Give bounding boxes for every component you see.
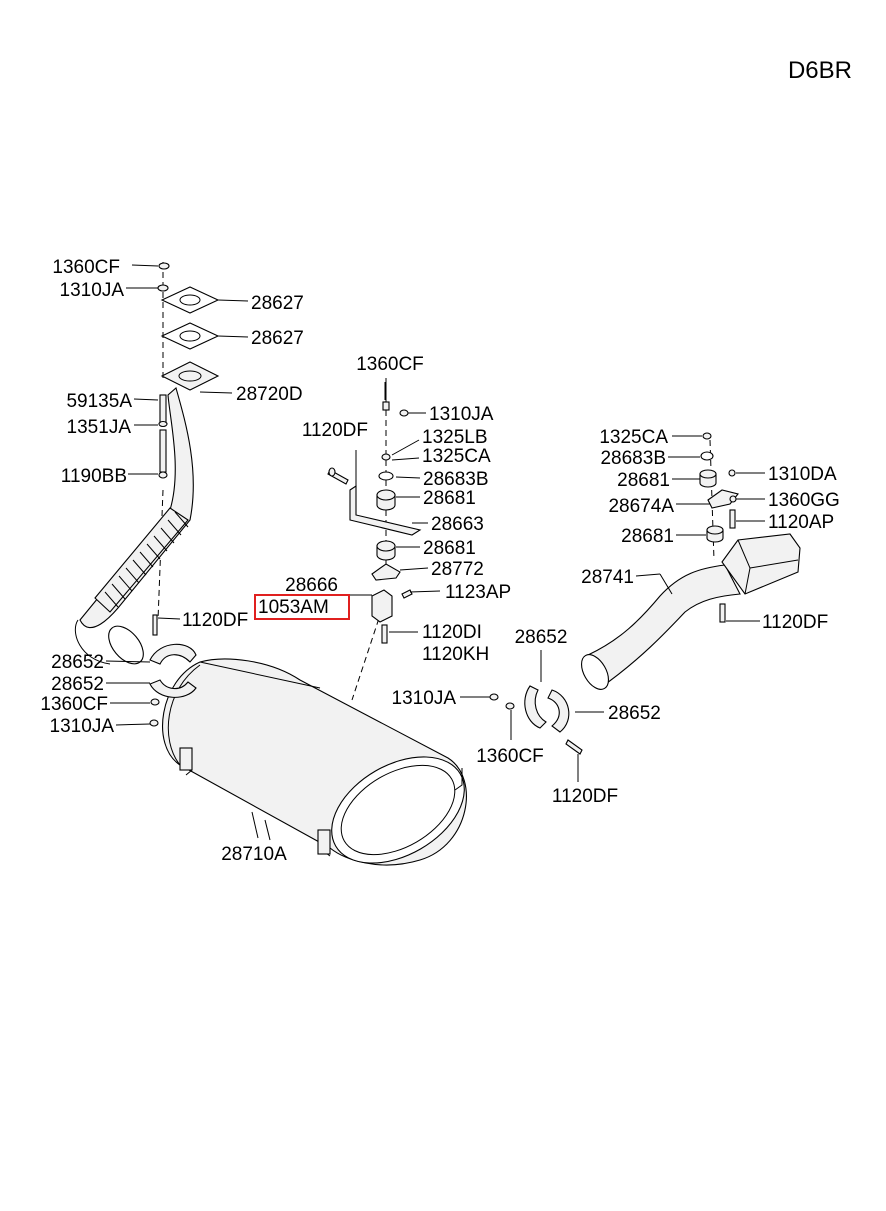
label-1360cf-b[interactable]: 1360CF <box>356 354 424 375</box>
label-28652-c[interactable]: 28652 <box>515 627 568 648</box>
gasket-28627-upper <box>160 286 220 314</box>
washer-28683b <box>378 471 394 481</box>
label-28681-b[interactable]: 28681 <box>423 538 476 559</box>
highlight-box-1053am <box>254 594 350 620</box>
label-28627-a[interactable]: 28627 <box>251 293 304 314</box>
tail-pipe-assembly <box>580 432 801 690</box>
washer-1310ja-top <box>157 284 169 292</box>
muffler-28710a <box>162 658 467 866</box>
label-1120df-a[interactable]: 1120DF <box>302 420 368 441</box>
washer-1310ja-left <box>149 719 159 727</box>
gasket-28627-lower <box>160 322 220 350</box>
nut-1360gg <box>729 495 737 503</box>
tail-pipe-inlet <box>580 654 610 690</box>
washer-28683b-tail <box>700 451 714 461</box>
label-1310ja-a[interactable]: 1310JA <box>60 280 125 301</box>
label-1120ap[interactable]: 1120AP <box>768 512 834 533</box>
bolt-1120ap <box>729 509 736 529</box>
label-1360cf-d[interactable]: 1360CF <box>476 746 544 767</box>
label-1120df-b[interactable]: 1120DF <box>182 610 248 631</box>
muffler-end-cap <box>331 756 465 864</box>
hanger-assembly <box>327 378 441 701</box>
label-1123ap[interactable]: 1123AP <box>445 582 511 603</box>
washer-1325lb <box>381 453 391 461</box>
washer-1351ja <box>158 420 168 428</box>
label-28683b-b[interactable]: 28683B <box>600 448 666 469</box>
label-1310ja-d[interactable]: 1310JA <box>392 688 457 709</box>
left-clamp-group <box>105 614 197 727</box>
bolt-1120df-center <box>565 739 583 755</box>
bolt-1123ap <box>401 589 413 599</box>
label-28652-b[interactable]: 28652 <box>51 674 104 695</box>
washer-1310ja-center <box>489 693 499 701</box>
label-1325lb[interactable]: 1325LB <box>422 427 488 448</box>
label-28681-a[interactable]: 28681 <box>423 488 476 509</box>
label-28741[interactable]: 28741 <box>581 567 634 588</box>
clamp-28652-center-left <box>524 685 547 729</box>
bolt-1120df-left <box>152 614 158 636</box>
label-28652-d[interactable]: 28652 <box>608 703 661 724</box>
label-1351ja[interactable]: 1351JA <box>67 417 132 438</box>
bracket-28666 <box>371 589 393 623</box>
label-1120df-d[interactable]: 1120DF <box>552 786 618 807</box>
label-28627-b[interactable]: 28627 <box>251 328 304 349</box>
nut-1360cf-left <box>150 698 160 706</box>
label-28720d[interactable]: 28720D <box>236 384 303 405</box>
diagram-code: D6BR <box>788 57 852 84</box>
label-1190bb[interactable]: 1190BB <box>61 466 127 487</box>
label-1360gg[interactable]: 1360GG <box>768 490 840 511</box>
label-28666[interactable]: 28666 <box>285 575 338 596</box>
clamp-28652-left-upper <box>149 643 197 665</box>
bolt-1120di <box>381 624 388 644</box>
part-labels: 1360CF 1310JA 28627 28627 59135A 1351JA … <box>40 257 839 865</box>
stud-59135a <box>159 394 167 424</box>
label-1053am[interactable]: 1053AM <box>258 597 329 618</box>
label-1360cf-c[interactable]: 1360CF <box>40 694 108 715</box>
nut-1360cf-center <box>505 702 515 710</box>
label-1310ja-b[interactable]: 1310JA <box>429 404 494 425</box>
flex-bellows <box>94 507 189 613</box>
label-1120kh[interactable]: 1120KH <box>422 644 489 665</box>
front-pipe-assembly <box>74 262 249 665</box>
washer-1325ca-tail <box>702 432 712 440</box>
label-1360cf-a[interactable]: 1360CF <box>52 257 120 278</box>
label-28652-a[interactable]: 28652 <box>51 652 104 673</box>
label-28681-c[interactable]: 28681 <box>617 470 670 491</box>
muffler-strap-clamp <box>317 829 331 855</box>
nut-1360cf-hanger <box>382 401 390 411</box>
front-pipe-outlet <box>108 625 144 665</box>
bolt-1120df-tail <box>719 603 726 623</box>
tail-pipe-28741 <box>587 564 741 689</box>
label-1325ca-a[interactable]: 1325CA <box>422 446 491 467</box>
plate-28772 <box>371 563 401 581</box>
label-1310ja-c[interactable]: 1310JA <box>50 716 115 737</box>
label-28674a[interactable]: 28674A <box>608 496 674 517</box>
label-28681-d[interactable]: 28681 <box>621 526 674 547</box>
label-28683b-a[interactable]: 28683B <box>423 469 489 490</box>
flange-28720d <box>160 361 220 391</box>
center-clamp-group <box>460 650 604 782</box>
bolt-1190bb <box>159 429 167 473</box>
label-1120di[interactable]: 1120DI <box>422 622 482 643</box>
label-59135a[interactable]: 59135A <box>66 391 132 412</box>
label-1120df-c[interactable]: 1120DF <box>762 612 828 633</box>
label-1325ca-b[interactable]: 1325CA <box>599 427 668 448</box>
washer-1310da <box>728 469 736 477</box>
washer-1310ja-hanger <box>399 409 409 417</box>
label-28772[interactable]: 28772 <box>431 559 484 580</box>
clamp-28652-left-lower <box>149 679 197 698</box>
label-1310da[interactable]: 1310DA <box>768 464 837 485</box>
nut-1360cf-top <box>158 262 170 270</box>
label-28663[interactable]: 28663 <box>431 514 484 535</box>
clamp-28652-center-right <box>547 689 570 733</box>
label-28710a[interactable]: 28710A <box>221 844 287 865</box>
